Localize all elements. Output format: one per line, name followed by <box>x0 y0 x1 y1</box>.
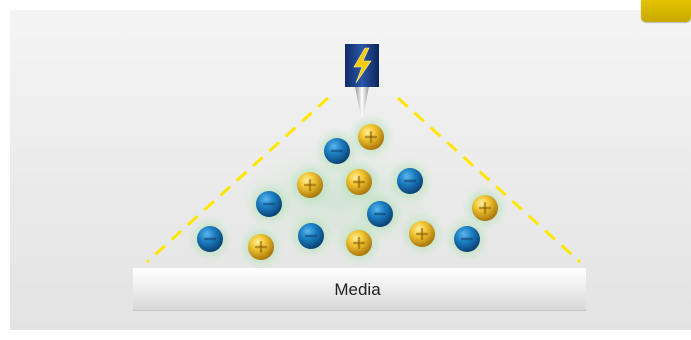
positive-ion <box>346 169 372 195</box>
positive-ion <box>297 172 323 198</box>
negative-ion <box>298 223 324 249</box>
media-label: Media <box>334 279 381 299</box>
positive-ion <box>248 234 274 260</box>
media-bar: Media <box>133 268 586 310</box>
plume-boundary <box>145 96 582 264</box>
negative-ion <box>324 138 350 164</box>
corner-menu-button[interactable] <box>641 0 691 22</box>
negative-ion <box>367 201 393 227</box>
positive-ion <box>346 230 372 256</box>
plume-boundary-right <box>396 96 582 264</box>
negative-ion <box>454 226 480 252</box>
negative-ion <box>397 168 423 194</box>
negative-ion <box>256 191 282 217</box>
negative-ion <box>197 226 223 252</box>
plume-boundary-left <box>145 96 330 264</box>
ionizer-nozzle <box>345 44 379 118</box>
positive-ion <box>472 195 498 221</box>
positive-ion <box>409 221 435 247</box>
lightning-bolt-icon <box>353 47 372 84</box>
nozzle-tip <box>355 86 369 118</box>
positive-ion <box>358 124 384 150</box>
